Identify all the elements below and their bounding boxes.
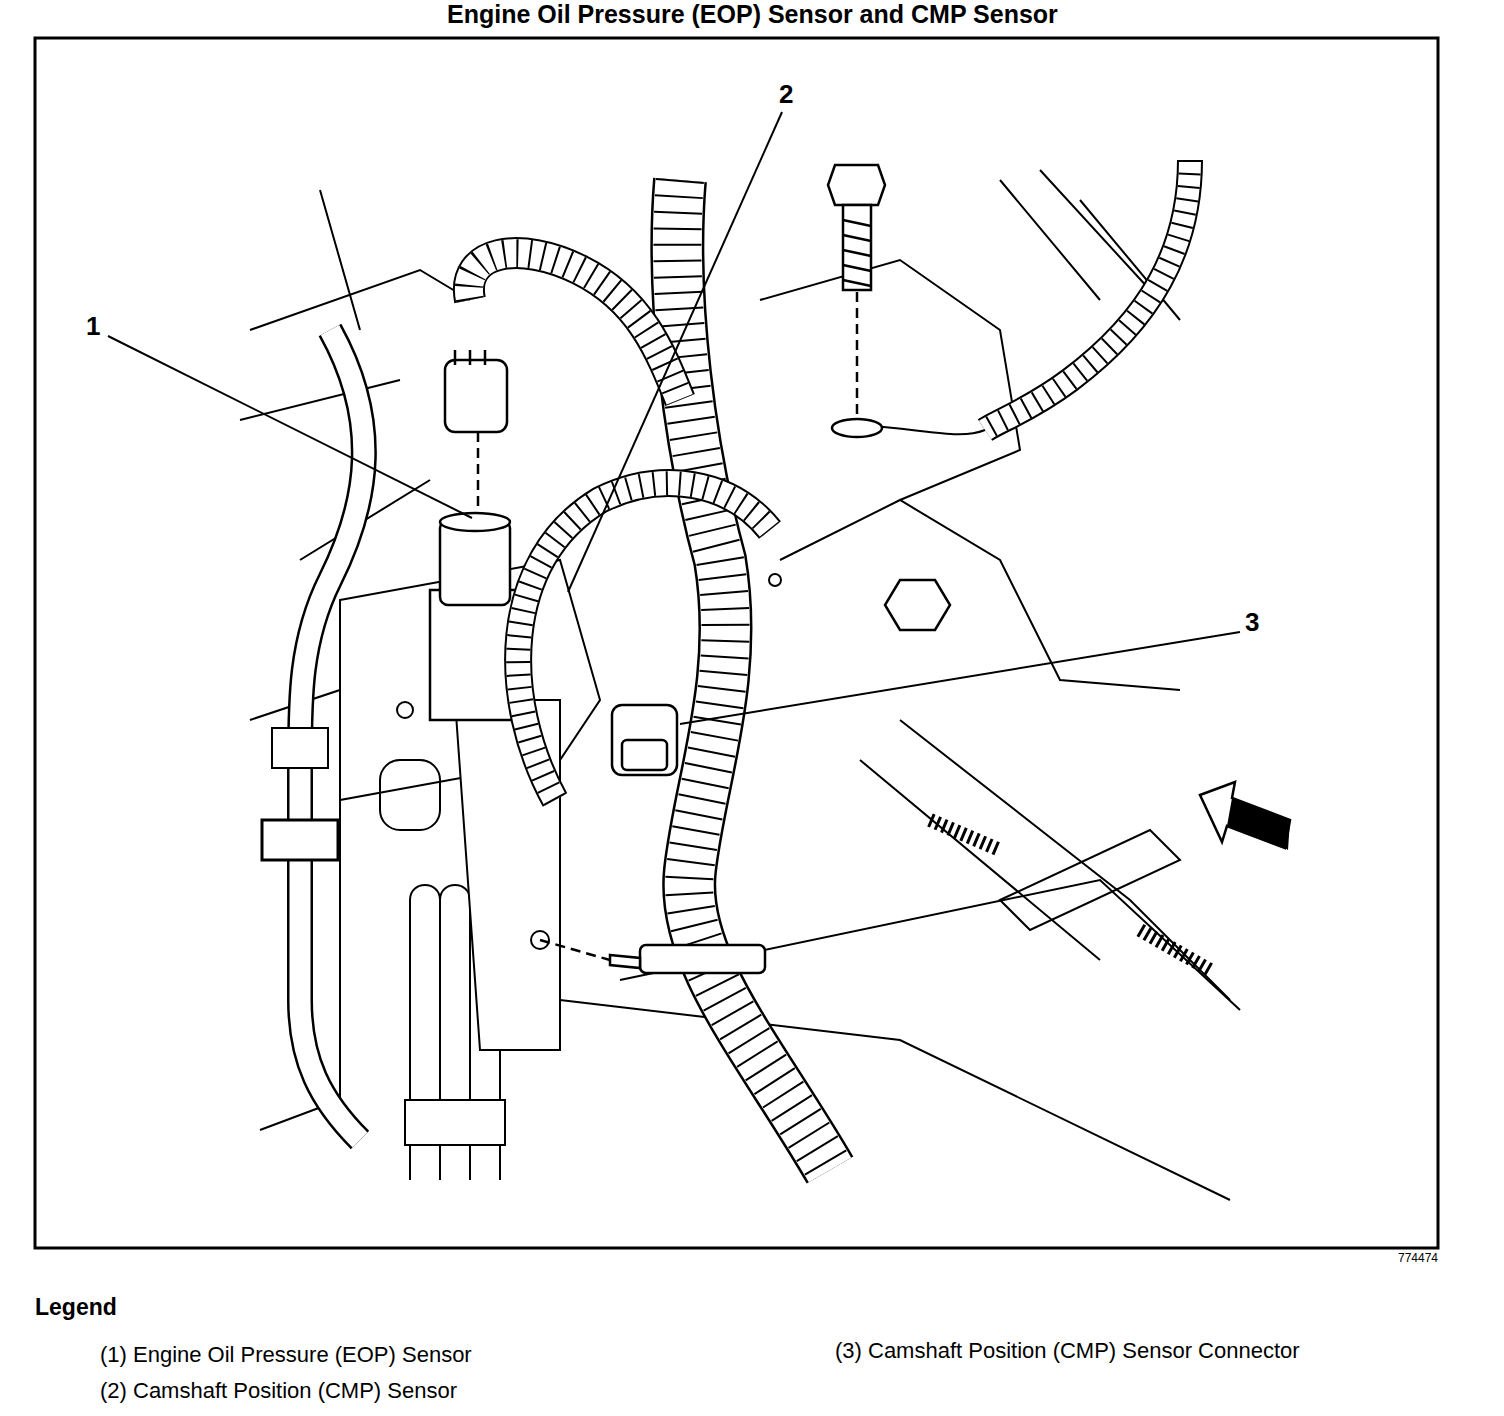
bolt [828, 165, 1210, 970]
cmp-connector [612, 705, 677, 775]
legend-entry: (2) Camshaft Position (CMP) Sensor [100, 1378, 457, 1403]
frame [35, 38, 1438, 1248]
wire-harness [469, 160, 1190, 1170]
callout-number: 1 [83, 312, 103, 342]
engine-block [240, 170, 1240, 1200]
view-arrow [1200, 782, 1290, 850]
legend-heading: Legend [35, 1294, 117, 1320]
figure-number: 774474 [1398, 1252, 1438, 1266]
callout-number: 2 [776, 80, 796, 110]
legend-entry: (1) Engine Oil Pressure (EOP) Sensor [100, 1342, 472, 1367]
clamp [540, 940, 765, 973]
legend-entry: (3) Camshaft Position (CMP) Sensor Conne… [835, 1338, 1300, 1363]
oil-line [262, 330, 364, 1140]
leader-lines [108, 112, 1240, 724]
callout-number: 3 [1242, 608, 1262, 638]
diagram-title: Engine Oil Pressure (EOP) Sensor and CMP… [447, 0, 1058, 29]
